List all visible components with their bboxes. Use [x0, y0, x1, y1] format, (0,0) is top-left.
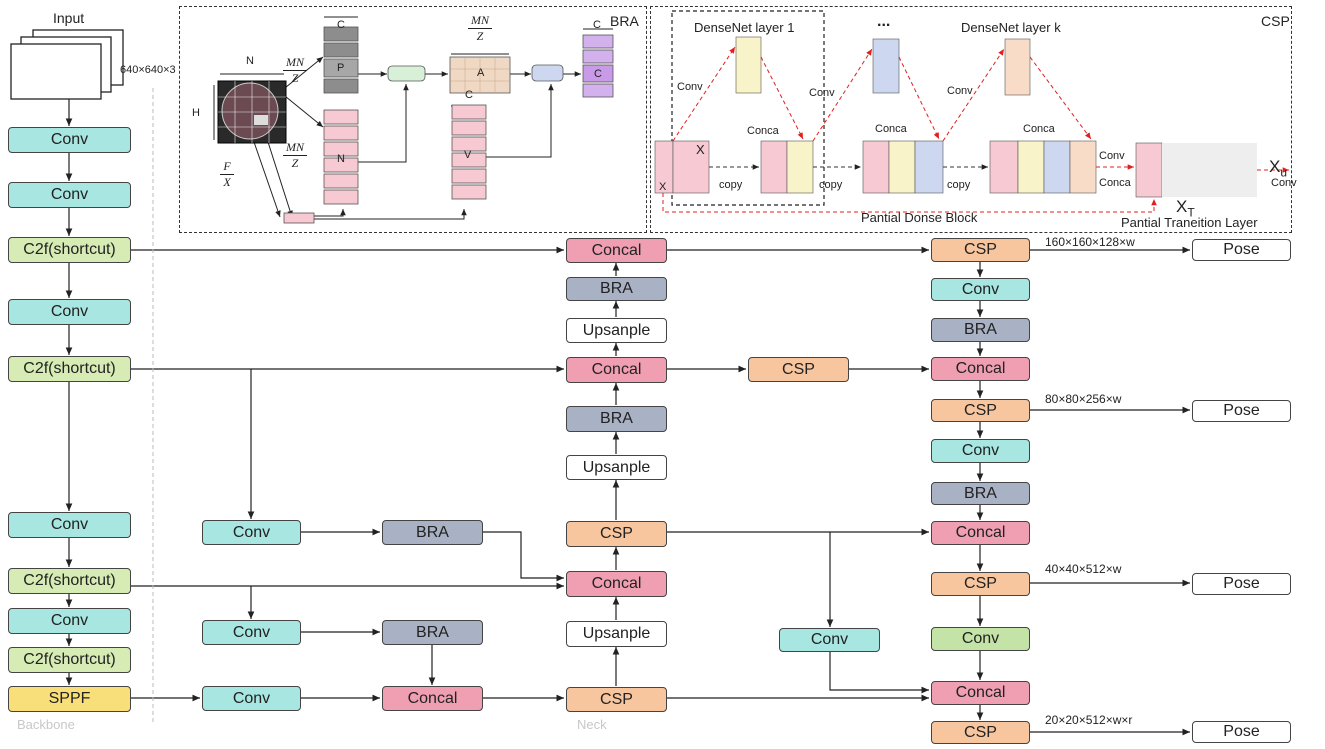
backbone-c2f-3: C2f(shortcut): [8, 568, 131, 594]
head-bra-2: BRA: [931, 482, 1030, 505]
mid-csp: CSP: [748, 357, 849, 382]
csp-conv-label-2: Conv: [809, 87, 835, 99]
neck-upsample-1: Upsanple: [566, 318, 667, 343]
neck-concal-2: Concal: [566, 357, 667, 383]
neck-bra-1: BRA: [566, 277, 667, 301]
neck-bra-2: BRA: [566, 406, 667, 432]
bra-c-label-3: C: [593, 19, 601, 31]
bra-c-label-2: C: [465, 89, 473, 101]
csp-copy-label-2: copy: [819, 179, 843, 191]
input-dimension: 640×640×3: [120, 64, 176, 76]
densenet-layer-1-label: DenseNet layer 1: [694, 20, 795, 35]
backbone-conv-3: Conv: [8, 299, 131, 325]
backbone-c2f-1: C2f(shortcut): [8, 237, 131, 263]
csp-conca-label-4: Conca: [1099, 177, 1131, 189]
csp-detail-panel: CSP DenseNet layer 1 DenseNet layer k ..…: [650, 6, 1297, 233]
head-csp-4: CSP: [931, 721, 1030, 744]
pose-output-1: Pose: [1192, 239, 1291, 261]
branch-bra-2: BRA: [382, 620, 483, 645]
backbone-conv-5: Conv: [8, 608, 131, 634]
csp-x-label-2: X: [696, 142, 705, 157]
scale-label-3: 40×40×512×w: [1045, 562, 1122, 576]
csp-conv-label-5: Conv: [1271, 177, 1297, 189]
xt-label: XT: [1176, 197, 1195, 220]
csp-conv-label-4: Conv: [1099, 150, 1125, 162]
bra-a-label: A: [477, 67, 485, 79]
csp-x-label-1: X: [659, 181, 667, 193]
scale-label-1: 160×160×128×w: [1045, 235, 1135, 249]
csp-panel-lines: [654, 10, 1289, 213]
head-concal-3: Concal: [931, 681, 1030, 705]
csp-conca-label-1: Conca: [747, 125, 779, 137]
dense-block-label: Pantial Donse Block: [861, 210, 978, 225]
bra-v-label: V: [464, 149, 472, 161]
backbone-conv-4: Conv: [8, 512, 131, 538]
csp-conv-label-3: Conv: [947, 85, 973, 97]
head-csp-2: CSP: [931, 399, 1030, 422]
scale-label-2: 80×80×256×w: [1045, 392, 1122, 406]
bra-n-stack-label: N: [337, 153, 345, 165]
scale-label-4: 20×20×512×w×r: [1045, 713, 1133, 727]
head-conv-2: Conv: [931, 439, 1030, 463]
bra-panel-title: BRA: [610, 13, 639, 29]
branch-conv-3: Conv: [202, 686, 301, 711]
neck-csp-1: CSP: [566, 521, 667, 547]
bra-n-label: N: [246, 55, 254, 67]
csp-conv-label-1: Conv: [677, 81, 703, 93]
head-concal-2: Concal: [931, 521, 1030, 545]
xu-label: Xu: [1269, 157, 1288, 180]
branch-conv-2: Conv: [202, 620, 301, 645]
head-conv-3: Conv: [931, 627, 1030, 651]
csp-panel-title: CSP: [1261, 13, 1290, 29]
backbone-c2f-4: C2f(shortcut): [8, 647, 131, 673]
head-csp-1: CSP: [931, 238, 1030, 262]
neck-label: Neck: [577, 717, 607, 732]
bra-out-c-label: C: [594, 68, 602, 80]
neck-upsample-3: Upsanple: [566, 621, 667, 647]
head-concal-1: Concal: [931, 357, 1030, 381]
branch-concal: Concal: [382, 686, 483, 711]
backbone-label: Backbone: [17, 717, 75, 732]
csp-conca-label-2: Conca: [875, 123, 907, 135]
backbone-conv-2: Conv: [8, 182, 131, 208]
csp-copy-label-3: copy: [947, 179, 971, 191]
neck-concal-1: Concal: [566, 238, 667, 263]
pose-output-2: Pose: [1192, 400, 1291, 422]
csp-conca-label-3: Conca: [1023, 123, 1055, 135]
bra-p-label: P: [337, 62, 345, 74]
backbone-conv-1: Conv: [8, 127, 131, 153]
transition-layer-label: Pantial Traneition Layer: [1121, 215, 1258, 230]
neck-csp-2: CSP: [566, 687, 667, 712]
ellipsis-label: ...: [877, 13, 891, 30]
branch-bra-1: BRA: [382, 520, 483, 545]
backbone-c2f-2: C2f(shortcut): [8, 356, 131, 382]
mid-conv: Conv: [779, 628, 880, 652]
backbone-sppf: SPPF: [8, 686, 131, 712]
bra-h-label: H: [192, 107, 200, 119]
csp-copy-label-1: copy: [719, 179, 743, 191]
pose-output-3: Pose: [1192, 573, 1291, 595]
branch-conv-1: Conv: [202, 520, 301, 545]
neck-upsample-2: Upsanple: [566, 455, 667, 480]
input-label: Input: [53, 10, 85, 26]
neck-concal-3: Concal: [566, 571, 667, 597]
bra-c-label-1: C: [337, 19, 345, 31]
head-csp-3: CSP: [931, 572, 1030, 596]
densenet-layer-k-label: DenseNet layer k: [961, 20, 1061, 35]
head-bra-1: BRA: [931, 318, 1030, 342]
pose-output-4: Pose: [1192, 721, 1291, 743]
bra-panel-lines: [213, 16, 614, 224]
head-conv-1: Conv: [931, 278, 1030, 301]
